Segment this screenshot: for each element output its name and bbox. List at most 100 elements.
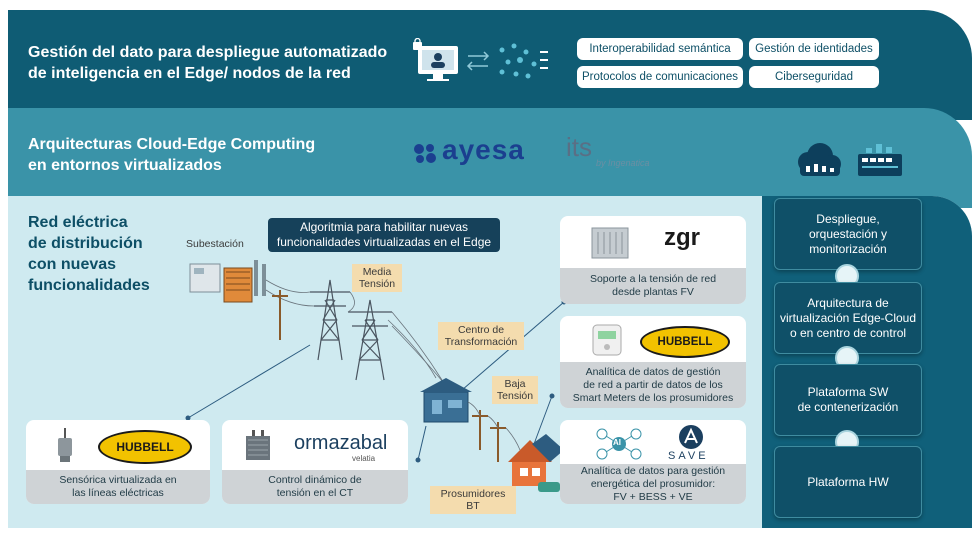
zgr-logo: zgr [664,224,700,251]
hubbell-logo: HUBBELL [640,326,730,358]
ormazabal-logo: ormazabal [294,432,388,454]
network-title-line2: de distribución [28,235,143,252]
pill-ciberseguridad: Ciberseguridad [749,66,879,88]
caption-line1: Control dinámico de [268,474,362,486]
caption-line1: Soporte a la tensión de red [589,273,717,285]
box-plataforma-hw: Plataforma HW [774,446,922,518]
subestacion-label: Subestación [186,238,244,250]
pole-icon-1 [272,290,288,340]
prosumidores-label: Prosumidores BT [430,486,516,514]
centro-transformacion-line2: Transformación [444,336,518,348]
transformer-icon [246,430,270,460]
data-network-icon [413,38,548,81]
box-arquitectura-line1: Arquitectura de [807,295,889,310]
hubbell-logo: HUBBELL [98,430,192,464]
arrow-left-icon [466,61,488,71]
tower-icon-2 [348,299,392,381]
ayesa-logo-icon [414,144,436,163]
header-title-line1: Gestión del dato para despliegue automat… [28,44,388,61]
ormazabal-sub: velatia [352,454,376,463]
substation-icon [189,260,266,303]
its-logo-sub: by Ingenatica [596,158,650,168]
caption-line1: Analítica de datos de gestión [585,365,721,378]
network-title-line4: funcionalidades [28,277,150,294]
sensor-device-icon [58,428,72,462]
media-tension-line2: Tensión [358,278,396,290]
box-plataforma-hw-line1: Plataforma HW [807,474,889,489]
caption-line3: Smart Meters de los prosumidores [572,391,734,404]
car-icon [538,482,560,492]
centro-transformacion-line1: Centro de [457,324,505,336]
pill-gestion-identidades: Gestión de identidades [749,38,879,60]
algoritmia-line2: funcionalidades virtualizadas en el Edge [276,235,492,249]
media-tension-line1: Media [362,266,392,278]
architecture-title-line2: en entornos virtualizados [28,157,222,174]
baja-tension-line2: Tensión [496,390,534,402]
cloud-server-icons [798,143,902,176]
header-title: Gestión del dato para despliegue automat… [28,42,408,84]
pole-icon-2 [472,410,506,462]
box-plataforma-sw-line1: Plataforma SW [807,385,889,399]
centro-transformacion-label: Centro de Transformación [438,322,524,350]
algoritmia-box: Algoritmia para habilitar nuevas funcion… [268,218,500,252]
server-icon [858,144,902,176]
menu-lines-icon [540,51,548,69]
ai-text: AI [613,438,621,447]
baja-tension-line1: Baja [504,378,526,390]
power-network-illustration [185,260,567,492]
caption-line2: tensión en el CT [276,487,354,499]
caption-line3: FV + BESS + VE [613,490,693,503]
low-voltage-cables [467,401,521,451]
architecture-title: Arquitecturas Cloud-Edge Computing en en… [28,134,368,176]
caption-line1: Analítica de datos para gestión [580,464,726,477]
smart-meter-icon [592,324,622,356]
cloud-icon [798,143,841,176]
caption-line2: desde plantas FV [612,286,694,298]
pill-protocolos: Protocolos de comunicaciones [577,66,743,88]
box-arquitectura-line3: o en centro de control [789,325,907,340]
caption-line2: energética del prosumidor: [590,477,716,490]
pill-interoperabilidad: Interoperabilidad semántica [577,38,743,60]
save-logo: SAVE [668,450,709,462]
box-despliegue-line1: Despliegue, [816,211,880,226]
architecture-title-line1: Arquitecturas Cloud-Edge Computing [28,136,316,153]
save-logo-icon [679,425,703,449]
transformation-center-icon [420,378,472,423]
arrow-right-icon [468,51,490,61]
tower-icon-1 [310,279,350,361]
box-arquitectura-line2: virtualización Edge-Cloud [779,310,917,325]
its-logo: its [566,132,592,162]
network-nodes-icon [499,43,537,79]
caption-line1: Sensórica virtualizada en [59,474,177,486]
box-plataforma-sw-line2: de contenerización [797,400,899,414]
box-despliegue-line2: orquestación y [808,226,888,241]
header-title-line2: de inteligencia en el Edge/ nodos de la … [28,65,351,82]
ayesa-logo: ayesa [442,134,525,165]
algoritmia-line1: Algoritmia para habilitar nuevas [299,220,469,234]
solar-panel-icon [532,434,564,462]
baja-tension-label: Baja Tensión [492,376,538,404]
network-title-line3: con nuevas [28,256,117,273]
ai-network-icon [596,428,642,460]
caption-line2: las líneas eléctricas [72,487,164,499]
header-band [8,10,972,120]
media-tension-label: Media Tensión [352,264,402,292]
inverter-cabinet-icon [591,227,629,259]
box-despliegue-line3: monitorización [809,241,887,256]
network-title: Red eléctrica de distribución con nuevas… [28,212,188,296]
caption-line2: de red a partir de datos de los [583,378,723,391]
lock-icon [413,42,422,50]
